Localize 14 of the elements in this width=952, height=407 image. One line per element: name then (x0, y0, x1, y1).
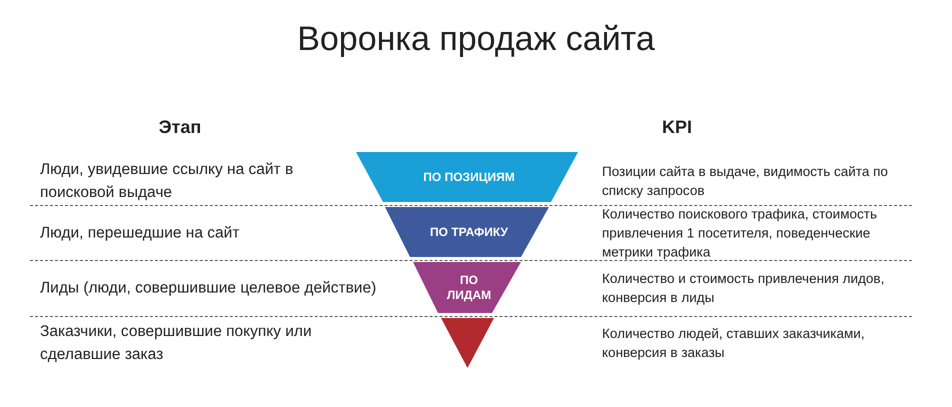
kpi-description: Количество и стоимость привлечения лидов, конверсия в лиды (602, 270, 886, 307)
kpi-description: Позиции сайта в выдаче, видимость сайта по списку запросов (602, 163, 889, 200)
stage-description: Заказчики, совершившие покупку или сделавшие заказ (40, 322, 313, 365)
kpi-description: Количество поискового трафика, стоимость привлечения 1 посетителя, поведенческие метрики трафика (602, 206, 878, 262)
column-header: KPI (660, 117, 693, 138)
segment-label: ПО ЛИДАМ (446, 272, 492, 302)
column-header: Этап (158, 117, 202, 138)
kpi-description: Количество людей, ставших заказчиками, конверсия в заказы (602, 325, 866, 362)
segment-label: ПО ТРАФИКУ (430, 224, 508, 240)
stage-description: Лиды (люди, совершившие целевое действие) (40, 278, 378, 298)
stage-description: Люди, увидевшие ссылку на сайт в поисковой выдаче (40, 160, 294, 203)
segment-label: ПО ПОЗИЦИЯМ (423, 170, 515, 184)
stage-description: Люди, перешедшие на сайт (40, 224, 240, 244)
diagram-title: Воронка продаж сайта (296, 20, 656, 59)
